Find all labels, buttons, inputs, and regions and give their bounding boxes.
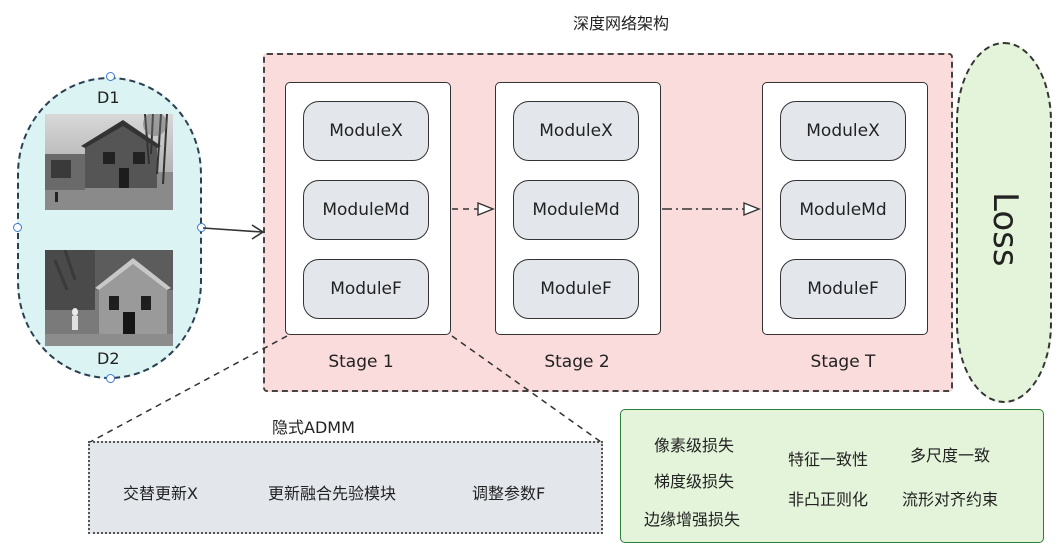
admm-title: 隐式ADMM xyxy=(272,418,355,437)
stage-t-label: Stage T xyxy=(810,352,876,372)
stage-1-module-f[interactable]: ModuleF xyxy=(303,259,429,319)
input-arrow xyxy=(202,224,265,240)
stage-1-module-x[interactable]: ModuleX xyxy=(303,101,429,161)
input-d1-label: D1 xyxy=(97,88,120,107)
loss-term-nonconvex: 非凸正则化 xyxy=(788,490,869,509)
stage-2-to-t-arrow xyxy=(662,201,761,217)
admm-box xyxy=(88,441,603,534)
stage-1-to-2-arrow xyxy=(452,201,495,217)
stage-t-module-f[interactable]: ModuleF xyxy=(780,259,906,319)
admm-item-update-prior: 更新融合先验模块 xyxy=(268,484,397,503)
selection-handle-top[interactable] xyxy=(106,72,115,81)
stage-t-module-x[interactable]: ModuleX xyxy=(780,101,906,161)
loss-node[interactable] xyxy=(956,42,1052,403)
stage-1-label: Stage 1 xyxy=(328,352,394,372)
loss-term-gradient: 梯度级损失 xyxy=(654,472,735,491)
admm-item-update-x: 交替更新X xyxy=(123,484,198,503)
stage-1-module-md[interactable]: ModuleMd xyxy=(303,180,429,240)
stage-1-box[interactable]: ModuleX ModuleMd ModuleF xyxy=(285,82,451,335)
stage-2-module-x[interactable]: ModuleX xyxy=(513,101,639,161)
loss-term-feature: 特征一致性 xyxy=(788,450,869,469)
stage-2-box[interactable]: ModuleX ModuleMd ModuleF xyxy=(495,82,661,335)
loss-term-pixel: 像素级损失 xyxy=(654,436,735,455)
stage-t-box[interactable]: ModuleX ModuleMd ModuleF xyxy=(762,82,928,335)
selection-handle-bottom[interactable] xyxy=(106,374,115,383)
admm-item-adjust-f: 调整参数F xyxy=(472,484,546,503)
stage-t-module-md[interactable]: ModuleMd xyxy=(780,180,906,240)
stage-2-module-f[interactable]: ModuleF xyxy=(513,259,639,319)
loss-terms-box xyxy=(620,409,1044,543)
stage-2-label: Stage 2 xyxy=(544,352,610,372)
loss-term-manifold: 流形对齐约束 xyxy=(902,490,999,509)
input-d2-label: D2 xyxy=(97,349,120,368)
loss-term-multiscale: 多尺度一致 xyxy=(910,446,991,465)
input-image-d1 xyxy=(45,114,173,210)
selection-handle-left[interactable] xyxy=(13,223,22,232)
admm-expansion-lines xyxy=(89,335,602,443)
loss-term-edge: 边缘增强损失 xyxy=(644,510,741,529)
diagram-title: 深度网络架构 xyxy=(572,14,669,33)
input-image-d2 xyxy=(45,250,173,346)
stage-2-module-md[interactable]: ModuleMd xyxy=(513,180,639,240)
